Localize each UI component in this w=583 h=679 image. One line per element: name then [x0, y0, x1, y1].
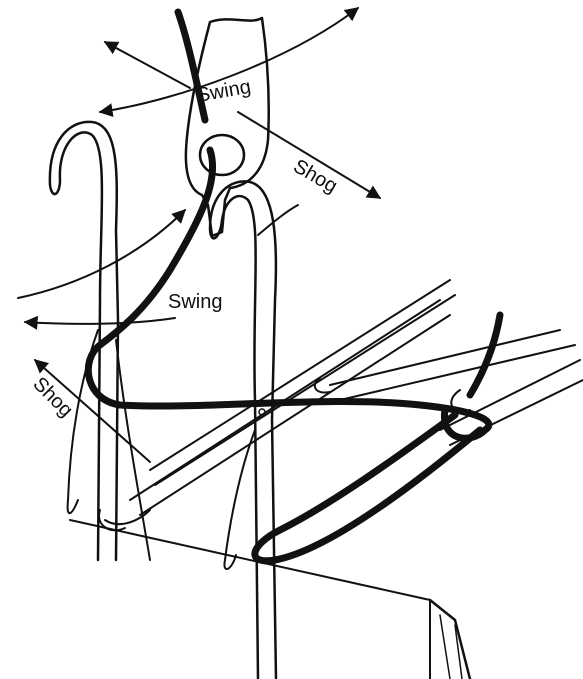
shog-label-left: Shog	[28, 373, 77, 422]
base-board	[70, 520, 470, 679]
swing-label-top: Swing	[195, 76, 252, 107]
motion-arrows	[18, 8, 380, 462]
swing-direction-arrow	[105, 42, 190, 88]
swing-arc-mid-dash	[258, 205, 298, 235]
swing-label-mid: Swing	[168, 291, 222, 313]
shog-label-top: Shog	[290, 155, 341, 197]
